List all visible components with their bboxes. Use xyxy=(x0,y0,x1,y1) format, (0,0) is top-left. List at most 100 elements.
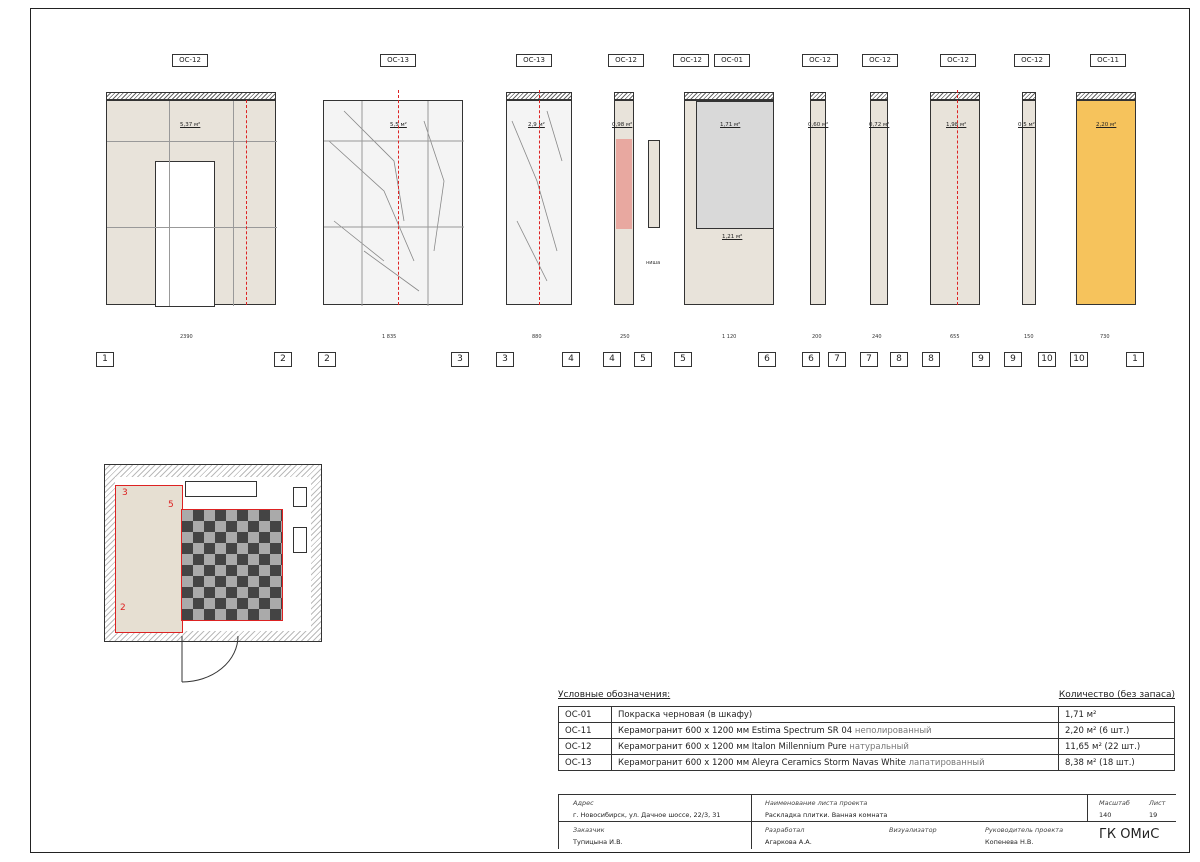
wall-number: 1 xyxy=(1126,352,1144,367)
legend-row: ОС-12 Керамогранит 600 х 1200 мм Italon … xyxy=(558,738,1175,755)
door-opening xyxy=(155,161,215,307)
wall-number: 8 xyxy=(890,352,908,367)
material-tag: ОС-01 xyxy=(714,54,750,67)
total-width: 1 835 xyxy=(382,334,397,340)
wall-number: 4 xyxy=(562,352,580,367)
total-width: 240 xyxy=(872,334,882,340)
area-label: 0,72 м² xyxy=(869,122,890,128)
ceiling-hatch xyxy=(684,92,774,100)
area-label: 5,37 м² xyxy=(180,122,201,128)
area-label: 1,71 м² xyxy=(720,122,741,128)
lead-label: Руководитель проекта xyxy=(985,826,1064,834)
legend-qty: 1,71 м² xyxy=(1058,706,1175,723)
legend-qty: 11,65 м² (22 шт.) xyxy=(1058,738,1175,755)
area-label: 2,20 м² xyxy=(1096,122,1117,128)
niche-label: ниша xyxy=(646,260,661,266)
legend-table: ОС-01 Покраска черновая (в шкафу) 1,71 м… xyxy=(558,706,1175,771)
wall-elevation-5-6 xyxy=(684,100,774,305)
developer-value: Агаркова А.А. xyxy=(765,838,812,846)
axis-line xyxy=(398,90,399,305)
legend-title: Условные обозначения: xyxy=(558,690,671,700)
wall-number: 7 xyxy=(828,352,846,367)
drawing-sheet xyxy=(30,8,1190,853)
wall-elevation-10-1 xyxy=(1076,100,1136,305)
company-name: ГК ОМиС xyxy=(1099,827,1160,842)
material-tag: ОС-11 xyxy=(1090,54,1126,67)
scale-label: Масштаб xyxy=(1099,799,1130,807)
marble-veins xyxy=(511,110,563,282)
wall-number: 5 xyxy=(634,352,652,367)
legend-row: ОС-11 Керамогранит 600 х 1200 мм Estima … xyxy=(558,722,1175,739)
wall-elevation-2-3 xyxy=(323,100,464,306)
ceiling-hatch xyxy=(106,92,276,100)
ceiling-hatch xyxy=(1022,92,1036,100)
wall-number: 10 xyxy=(1038,352,1056,367)
material-tag: ОС-12 xyxy=(172,54,208,67)
material-tag: ОС-13 xyxy=(380,54,416,67)
sheet-number-value: 19 xyxy=(1149,811,1158,819)
wall-elevation-1-2 xyxy=(106,100,277,307)
wall-number: 1 xyxy=(96,352,114,367)
wall-number: 6 xyxy=(758,352,776,367)
visualizer-label: Визуализатор xyxy=(889,826,937,834)
ceiling-hatch xyxy=(810,92,826,100)
address-value: г. Новосибирск, ул. Дачное шоссе, 22/3, … xyxy=(573,811,721,819)
area-label: 1,21 м² xyxy=(722,234,743,240)
sheet-number-label: Лист xyxy=(1149,799,1166,807)
legend-name: Покраска черновая (в шкафу) xyxy=(611,706,1059,723)
sheet-name-value: Раскладка плитки. Ванная комната xyxy=(765,811,888,819)
wall-number: 10 xyxy=(1070,352,1088,367)
material-tag: ОС-12 xyxy=(608,54,644,67)
wall-number: 5 xyxy=(674,352,692,367)
legend-name: Керамогранит 600 х 1200 мм Italon Millen… xyxy=(611,738,1059,755)
legend-code: ОС-11 xyxy=(558,722,612,739)
wall-elevation-4-5 xyxy=(614,100,634,305)
wall-number: 4 xyxy=(603,352,621,367)
title-block: Адрес г. Новосибирск, ул. Дачное шоссе, … xyxy=(558,794,1176,849)
material-tag: ОС-12 xyxy=(1014,54,1050,67)
axis-line xyxy=(246,100,247,305)
wall-number: 9 xyxy=(972,352,990,367)
lead-value: Копенева Н.В. xyxy=(985,838,1034,846)
total-width: 150 xyxy=(1024,334,1034,340)
scale-value: 140 xyxy=(1099,811,1112,819)
total-width: 200 xyxy=(812,334,822,340)
sheet-name-label: Наименование листа проекта xyxy=(765,799,868,807)
material-tag: ОС-12 xyxy=(802,54,838,67)
legend-qty-title: Количество (без запаса) xyxy=(1058,690,1175,700)
material-tag: ОС-12 xyxy=(862,54,898,67)
client-value: Тупицына И.В. xyxy=(573,838,623,846)
legend-name: Керамогранит 600 х 1200 мм Estima Spectr… xyxy=(611,722,1059,739)
marble-veins xyxy=(324,101,464,306)
ceiling-hatch xyxy=(1076,92,1136,100)
legend-row: ОС-13 Керамогранит 600 х 1200 мм Aleyra … xyxy=(558,754,1175,771)
area-label: 0,98 м² xyxy=(612,122,633,128)
wall-elevation-9-10 xyxy=(1022,100,1036,305)
wall-number: 7 xyxy=(860,352,878,367)
total-width: 250 xyxy=(620,334,630,340)
legend-qty: 2,20 м² (6 шт.) xyxy=(1058,722,1175,739)
wall-number: 2 xyxy=(318,352,336,367)
ceiling-hatch xyxy=(614,92,634,100)
wall-elevation-8-9 xyxy=(930,100,980,305)
wall-number: 8 xyxy=(922,352,940,367)
total-width: 880 xyxy=(532,334,542,340)
floor-plan xyxy=(104,464,322,642)
plan-room-number: 3 xyxy=(122,488,128,498)
total-width: 1 120 xyxy=(722,334,737,340)
client-label: Заказчик xyxy=(573,826,605,834)
axis-line xyxy=(539,90,540,305)
material-tag: ОС-12 xyxy=(940,54,976,67)
axis-line xyxy=(957,90,958,305)
legend-code: ОС-12 xyxy=(558,738,612,755)
legend-code: ОС-01 xyxy=(558,706,612,723)
area-label: 1,98 м² xyxy=(946,122,967,128)
ceiling-hatch xyxy=(870,92,888,100)
plan-room-number: 5 xyxy=(168,500,174,510)
material-tag: ОС-12 xyxy=(673,54,709,67)
area-label: 2,9 м² xyxy=(528,122,545,128)
wall-number: 3 xyxy=(496,352,514,367)
plan-room-number: 2 xyxy=(120,603,126,613)
total-width: 655 xyxy=(950,334,960,340)
legend-code: ОС-13 xyxy=(558,754,612,771)
